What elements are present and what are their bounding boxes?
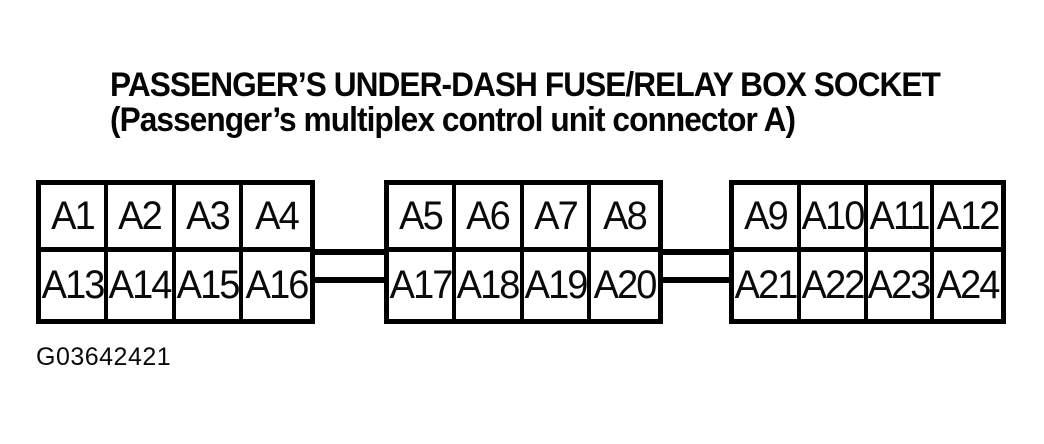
- connector-block-left: A1 A2 A3 A4 A13 A14 A15 A16: [36, 180, 315, 324]
- pin-a7: A7: [523, 185, 591, 252]
- pin-a2: A2: [108, 185, 176, 252]
- pin-label: A16: [245, 263, 309, 307]
- pin-label: A6: [466, 193, 512, 238]
- pin-label: A22: [801, 263, 864, 307]
- figure-code: G03642421: [36, 343, 172, 371]
- pin-label: A23: [867, 263, 930, 307]
- pin-a22: A22: [801, 252, 868, 319]
- pin-label: A4: [255, 193, 300, 238]
- pin-label: A10: [801, 193, 864, 238]
- pin-label: A9: [744, 193, 789, 238]
- connector-block-middle: A5 A6 A7 A8 A17 A18 A19 A20: [384, 180, 663, 324]
- pin-label: A18: [456, 263, 520, 307]
- pin-label: A13: [41, 263, 105, 307]
- pin-a14: A14: [108, 252, 176, 319]
- pin-label: A11: [869, 193, 930, 238]
- pin-label: A2: [118, 193, 164, 238]
- pin-a20: A20: [591, 252, 658, 319]
- pin-label: A7: [533, 193, 579, 238]
- pin-a23: A23: [868, 252, 935, 319]
- pin-a3: A3: [175, 185, 243, 252]
- pin-label: A17: [389, 263, 453, 307]
- harness-bar: [658, 277, 734, 283]
- pin-a5: A5: [389, 185, 457, 252]
- pin-label: A14: [108, 263, 172, 307]
- pin-a10: A10: [800, 185, 868, 252]
- connector-block-right: A9 A10 A11 A12 A21 A22 A23 A24: [729, 180, 1006, 324]
- pin-label: A12: [936, 193, 1001, 238]
- pin-a19: A19: [524, 252, 591, 319]
- diagram-subtitle: (Passenger’s multiplex control unit conn…: [110, 101, 796, 139]
- pin-label: A15: [176, 263, 239, 307]
- pin-a8: A8: [590, 185, 658, 252]
- pin-label: A21: [734, 263, 797, 307]
- pin-a6: A6: [456, 185, 524, 252]
- pin-a4: A4: [242, 185, 310, 252]
- pin-label: A1: [51, 193, 96, 238]
- pin-a15: A15: [176, 252, 243, 319]
- pin-label: A19: [524, 263, 587, 307]
- diagram-title: PASSENGER’S UNDER-DASH FUSE/RELAY BOX SO…: [110, 66, 941, 104]
- harness-bar: [658, 249, 734, 255]
- pin-a13: A13: [41, 252, 109, 319]
- pin-a9: A9: [734, 185, 801, 252]
- pin-label: A8: [603, 193, 648, 238]
- pin-a11: A11: [867, 185, 935, 252]
- pin-a17: A17: [389, 252, 457, 319]
- pin-a16: A16: [243, 252, 310, 319]
- harness-bar: [311, 249, 389, 255]
- pin-label: A5: [399, 193, 444, 238]
- pin-a21: A21: [734, 252, 801, 319]
- pin-label: A20: [593, 263, 657, 307]
- pin-a18: A18: [456, 252, 524, 319]
- pin-label: A3: [185, 193, 231, 238]
- pin-a24: A24: [934, 252, 1001, 319]
- pin-a12: A12: [934, 185, 1001, 252]
- pin-a1: A1: [41, 185, 109, 252]
- pin-label: A24: [936, 263, 1001, 307]
- harness-bar: [311, 277, 389, 283]
